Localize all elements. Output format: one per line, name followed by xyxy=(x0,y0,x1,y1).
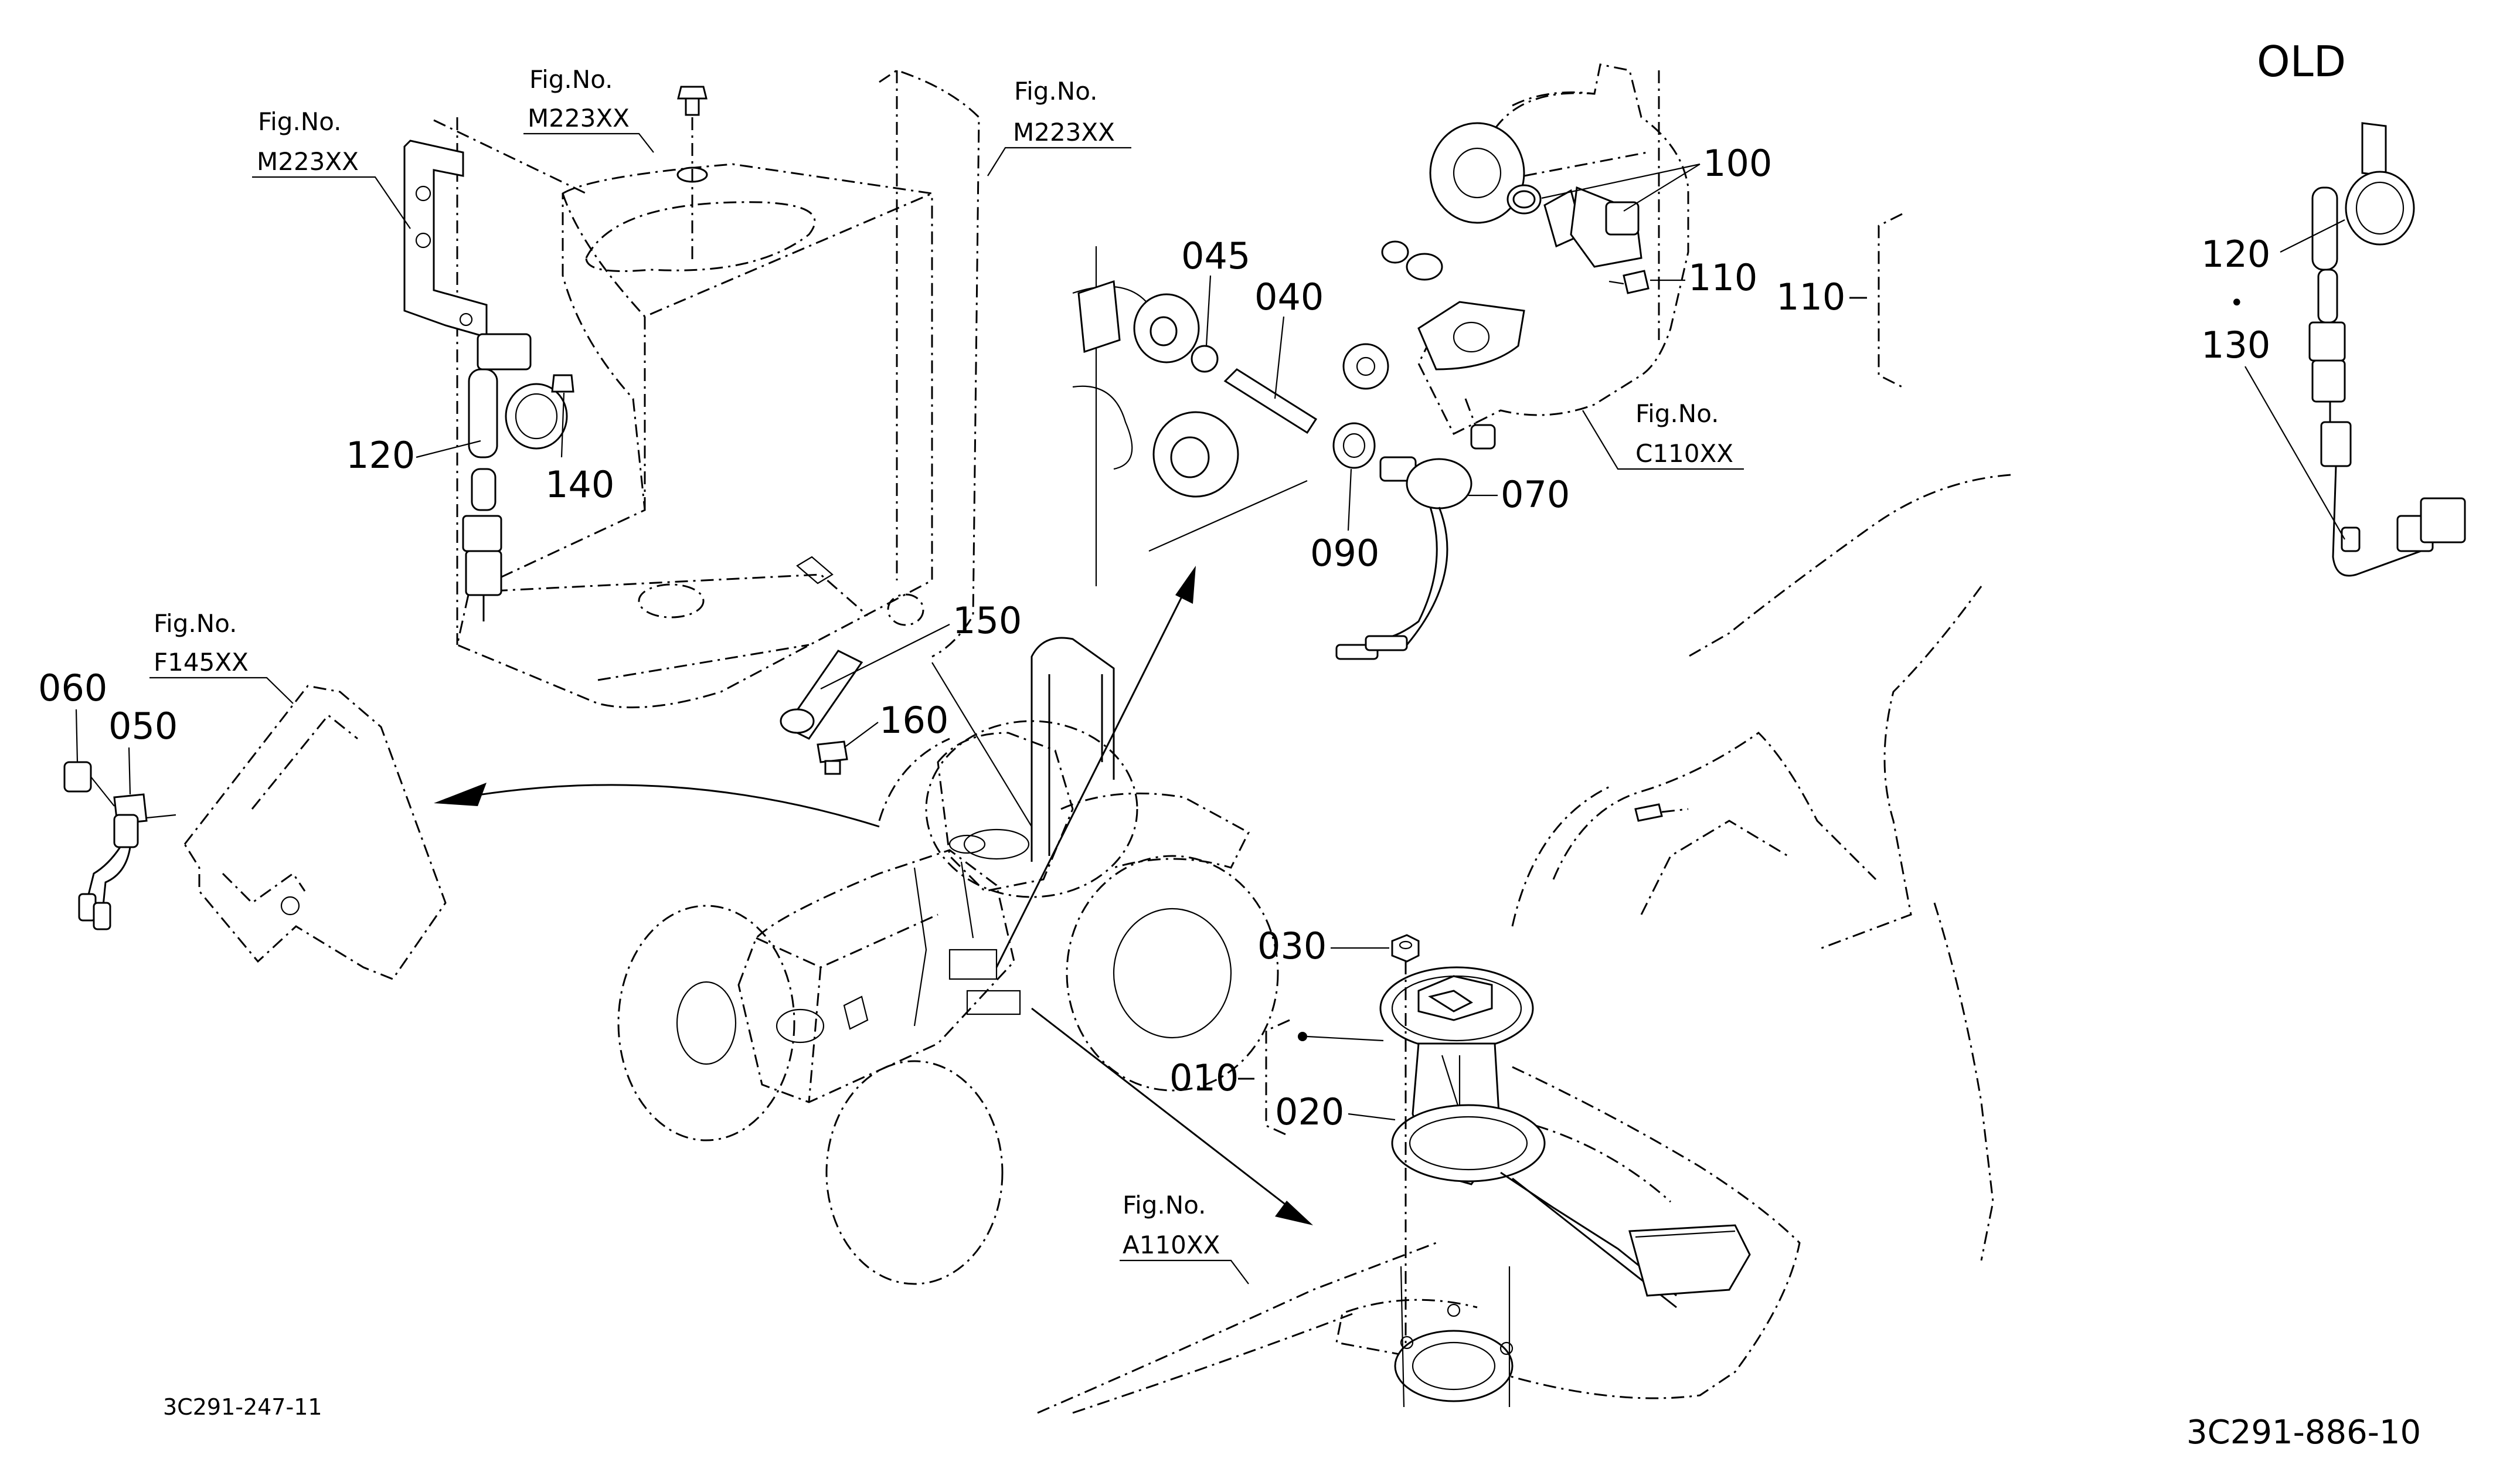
old-sensor-assembly xyxy=(2308,122,2466,577)
transmission-case xyxy=(1381,63,1689,450)
fig-ref-a110xx: Fig.No. A110XX xyxy=(1120,1191,1249,1284)
fig-ref-prefix: Fig.No. xyxy=(258,107,342,136)
callout-110: 110 xyxy=(1776,276,1845,318)
callout-045: 045 xyxy=(1181,235,1250,277)
fig-ref-code: M223XX xyxy=(1013,118,1115,147)
fig-ref-f145xx: Fig.No. F145XX xyxy=(149,609,294,704)
fig-ref-prefix: Fig.No. xyxy=(1123,1191,1206,1219)
callout-020: 020 xyxy=(1275,1090,1344,1133)
fig-ref-m223xx-left: Fig.No. M223XX xyxy=(252,107,411,229)
fig-ref-prefix: Fig.No. xyxy=(154,609,237,638)
fig-ref-prefix: Fig.No. xyxy=(529,65,613,94)
tractor-overview xyxy=(617,637,1279,1285)
drawing-code-right: 3C291-886-10 xyxy=(2186,1413,2421,1452)
callout-050: 050 xyxy=(108,705,178,747)
pivot-shaft-assembly xyxy=(1072,246,1472,660)
callout-030: 030 xyxy=(1257,925,1327,967)
side-panel-assembly xyxy=(63,685,447,980)
fig-ref-prefix: Fig.No. xyxy=(1635,399,1719,428)
callout-120-old: 120 xyxy=(2201,233,2270,276)
fig-ref-code: M223XX xyxy=(257,147,359,176)
callout-060: 060 xyxy=(38,667,107,709)
callout-070: 070 xyxy=(1501,473,1570,516)
callout-140: 140 xyxy=(545,463,614,506)
callout-040: 040 xyxy=(1254,276,1324,318)
callout-120: 120 xyxy=(346,434,415,477)
callout-080: 090 xyxy=(1310,532,1379,575)
fig-ref-m223xx-center: Fig.No. M223XX xyxy=(523,65,654,153)
set-dot: • xyxy=(2230,290,2244,317)
callout-090: 100 xyxy=(1703,142,1772,185)
fig-ref-code: M223XX xyxy=(528,104,630,132)
fuel-tank-assembly xyxy=(403,69,980,709)
callout-130: 130 xyxy=(2201,324,2270,366)
callout-010: 010 xyxy=(1169,1056,1239,1099)
old-label: OLD xyxy=(2257,37,2346,86)
callout-100: 110 xyxy=(1688,256,1757,299)
callout-150: 150 xyxy=(953,599,1022,642)
fig-ref-prefix: Fig.No. xyxy=(1014,77,1098,106)
fig-ref-m223xx-right: Fig.No. M223XX xyxy=(987,77,1131,176)
fig-ref-code: F145XX xyxy=(154,648,249,677)
fig-ref-code: A110XX xyxy=(1123,1231,1220,1259)
drawing-code-left: 3C291-247-11 xyxy=(163,1394,322,1420)
fuel-sender-assembly xyxy=(1037,474,2011,1414)
fig-ref-code: C110XX xyxy=(1635,439,1733,468)
strap-and-bolt xyxy=(780,650,863,775)
fig-ref-c110xx: Fig.No. C110XX xyxy=(1582,399,1744,470)
callout-160: 160 xyxy=(879,699,948,742)
